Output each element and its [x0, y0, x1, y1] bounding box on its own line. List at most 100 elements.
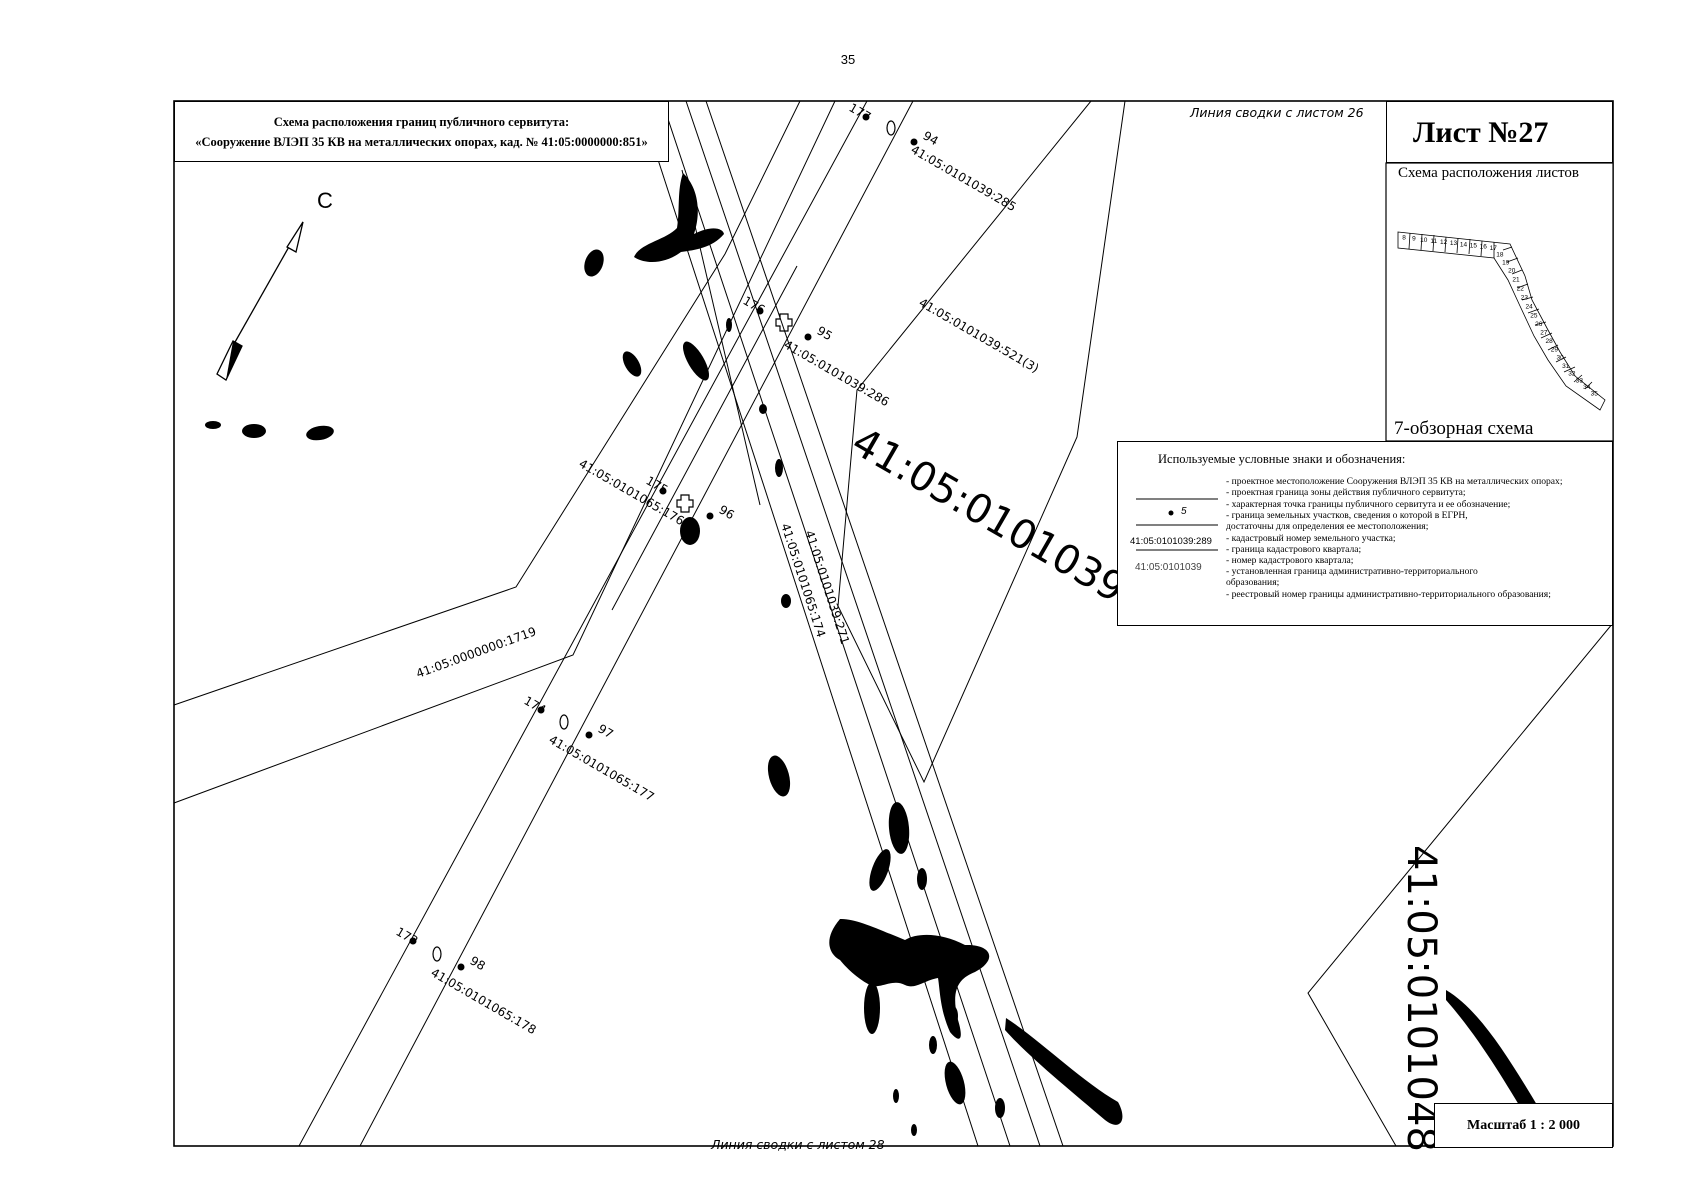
parcel-521-boundary: [837, 100, 1126, 784]
power-line-axis: [611, 265, 798, 611]
legend-item: - установленная граница административно-…: [1226, 566, 1478, 577]
sheet-title: Лист №27: [1413, 116, 1549, 149]
title-line-1: Схема расположения границ публичного сер…: [273, 115, 570, 129]
layout-sheet-number: 24: [1525, 304, 1533, 311]
tower-icon: [775, 313, 793, 332]
parcel-label-521: 41:05:0101039:521(3): [917, 295, 1042, 375]
layout-sheet-number: 13: [1450, 240, 1458, 247]
layout-sheet-number: 29: [1551, 347, 1559, 354]
layout-sheet-number: 22: [1517, 286, 1525, 293]
legend-item: - кадастровый номер земельного участка;: [1226, 533, 1396, 544]
layout-sheet-number: 12: [1440, 239, 1448, 246]
legend-sample-point: 5: [1181, 506, 1187, 517]
legend-sample-parcel: 41:05:0101039:289: [1130, 536, 1212, 547]
page-number: 35: [840, 52, 856, 67]
point-96: [706, 512, 714, 520]
layout-sheet-number: 28: [1545, 338, 1553, 345]
layout-sheet-number: 32: [1568, 371, 1576, 378]
legend-item: - номер кадастрового квартала;: [1226, 555, 1354, 566]
north-label: С: [317, 188, 333, 213]
sheet-layout-diagram: [1397, 231, 1606, 411]
layout-sheet-number: 11: [1430, 238, 1437, 245]
legend-item: - характерная точка границы публичного с…: [1226, 499, 1511, 510]
legend-item: - граница кадастрового квартала;: [1226, 544, 1362, 555]
point-175: [659, 487, 667, 495]
layout-sheet-number: 8: [1402, 235, 1406, 242]
point-label-95: 95: [815, 323, 835, 343]
terrain-features: [205, 173, 1560, 1146]
quarter-label-39: 41:05:0101039: [844, 419, 1133, 612]
tower-icon: [676, 494, 694, 513]
layout-sheet-number: 18: [1496, 252, 1504, 259]
point-98: [457, 963, 465, 971]
parcel-label-285: 41:05:0101039:285: [909, 142, 1019, 214]
legend-heading: Используемые условные знаки и обозначени…: [1158, 452, 1406, 466]
legend-sample-quarter: 41:05:0101039: [1135, 562, 1202, 573]
point-label-173: 173: [394, 924, 421, 948]
layout-sheet-number: 19: [1502, 260, 1510, 267]
parcel-label-178: 41:05:0101065:178: [429, 965, 539, 1037]
layout-sheet-number: 33: [1576, 377, 1584, 384]
legend-box: Используемые условные знаки и обозначени…: [1117, 441, 1613, 626]
point-label-174: 174: [522, 693, 549, 717]
point-label-98: 98: [468, 953, 488, 973]
layout-sheet-number: 9: [1412, 236, 1416, 243]
legend-item: достаточны для определения ее местополож…: [1226, 521, 1429, 532]
servitude-boundary-left: [298, 100, 868, 1147]
point-label-177: 177: [847, 100, 874, 124]
road-line-1: [638, 100, 979, 1147]
layout-sheet-number: 16: [1480, 244, 1488, 251]
legend-samples: [1136, 498, 1218, 551]
point-label-97: 97: [596, 721, 616, 741]
sheet-number-box: Лист №27: [1386, 101, 1613, 163]
parcel-label-286: 41:05:0101039:286: [782, 337, 892, 409]
legend-item: - реестровый номер границы административ…: [1226, 589, 1551, 600]
scale-box: Масштаб 1 : 2 000: [1434, 1103, 1613, 1148]
point-label-94: 94: [921, 128, 941, 148]
layout-sheet-number: 21: [1512, 277, 1520, 284]
layout-sheet-number: 17: [1490, 245, 1498, 252]
north-arrow-icon: [216, 221, 304, 381]
point-94: [910, 138, 918, 146]
point-173: [409, 937, 417, 945]
tower-icon: [886, 120, 896, 136]
legend-item: - граница земельных участков, сведения о…: [1226, 510, 1468, 521]
tower-symbols: [432, 120, 896, 962]
overview-caption: 7-обзорная схема: [1394, 418, 1534, 439]
tower-icon: [432, 946, 442, 962]
layout-panel: [1385, 162, 1614, 442]
point-174: [537, 706, 545, 714]
point-176: [756, 307, 764, 315]
boundary-points: [409, 113, 918, 971]
parcel-label-176: 41:05:0101065:176: [577, 456, 687, 528]
quarter-48-boundary: [1307, 622, 1614, 1147]
layout-sheet-number: 10: [1420, 237, 1428, 244]
quarter-label-48: 41:05:0101048: [1398, 845, 1444, 1152]
layout-sheet-number: 14: [1460, 241, 1468, 248]
layout-sheet-number: 31: [1562, 363, 1570, 370]
point-97: [585, 731, 593, 739]
layout-sheet-number: 35: [1591, 391, 1599, 398]
legend-item: - проектное местоположение Сооружения ВЛ…: [1226, 476, 1563, 487]
layout-sheet-number: 23: [1521, 295, 1529, 302]
title-line-2: «Сооружение ВЛЭП 35 КВ на металлических …: [195, 135, 648, 149]
tower-icon: [559, 714, 569, 730]
point-label-96: 96: [717, 502, 737, 522]
layout-sheet-number: 30: [1556, 355, 1564, 362]
layout-sheet-number: 27: [1540, 330, 1548, 337]
junction-line-top: Линия сводки с листом 26: [1189, 105, 1364, 120]
layout-sheet-number: 20: [1508, 268, 1516, 275]
scale-label: Масштаб 1 : 2 000: [1467, 1118, 1580, 1133]
legend-item: образования;: [1226, 577, 1280, 588]
parcel-1719-boundary: [173, 100, 836, 804]
layout-sheet-number: 15: [1470, 243, 1478, 250]
legend-item: - проектная граница зоны действия публич…: [1226, 487, 1466, 498]
servitude-boundary-right: [359, 100, 914, 1147]
title-block: Схема расположения границ публичного сер…: [174, 101, 669, 162]
layout-sheet-number: 25: [1530, 312, 1538, 319]
point-95: [804, 333, 812, 341]
parcel-label-177: 41:05:0101065:177: [547, 732, 657, 804]
point-177: [862, 113, 870, 121]
layout-sheet-number: 26: [1535, 321, 1543, 328]
